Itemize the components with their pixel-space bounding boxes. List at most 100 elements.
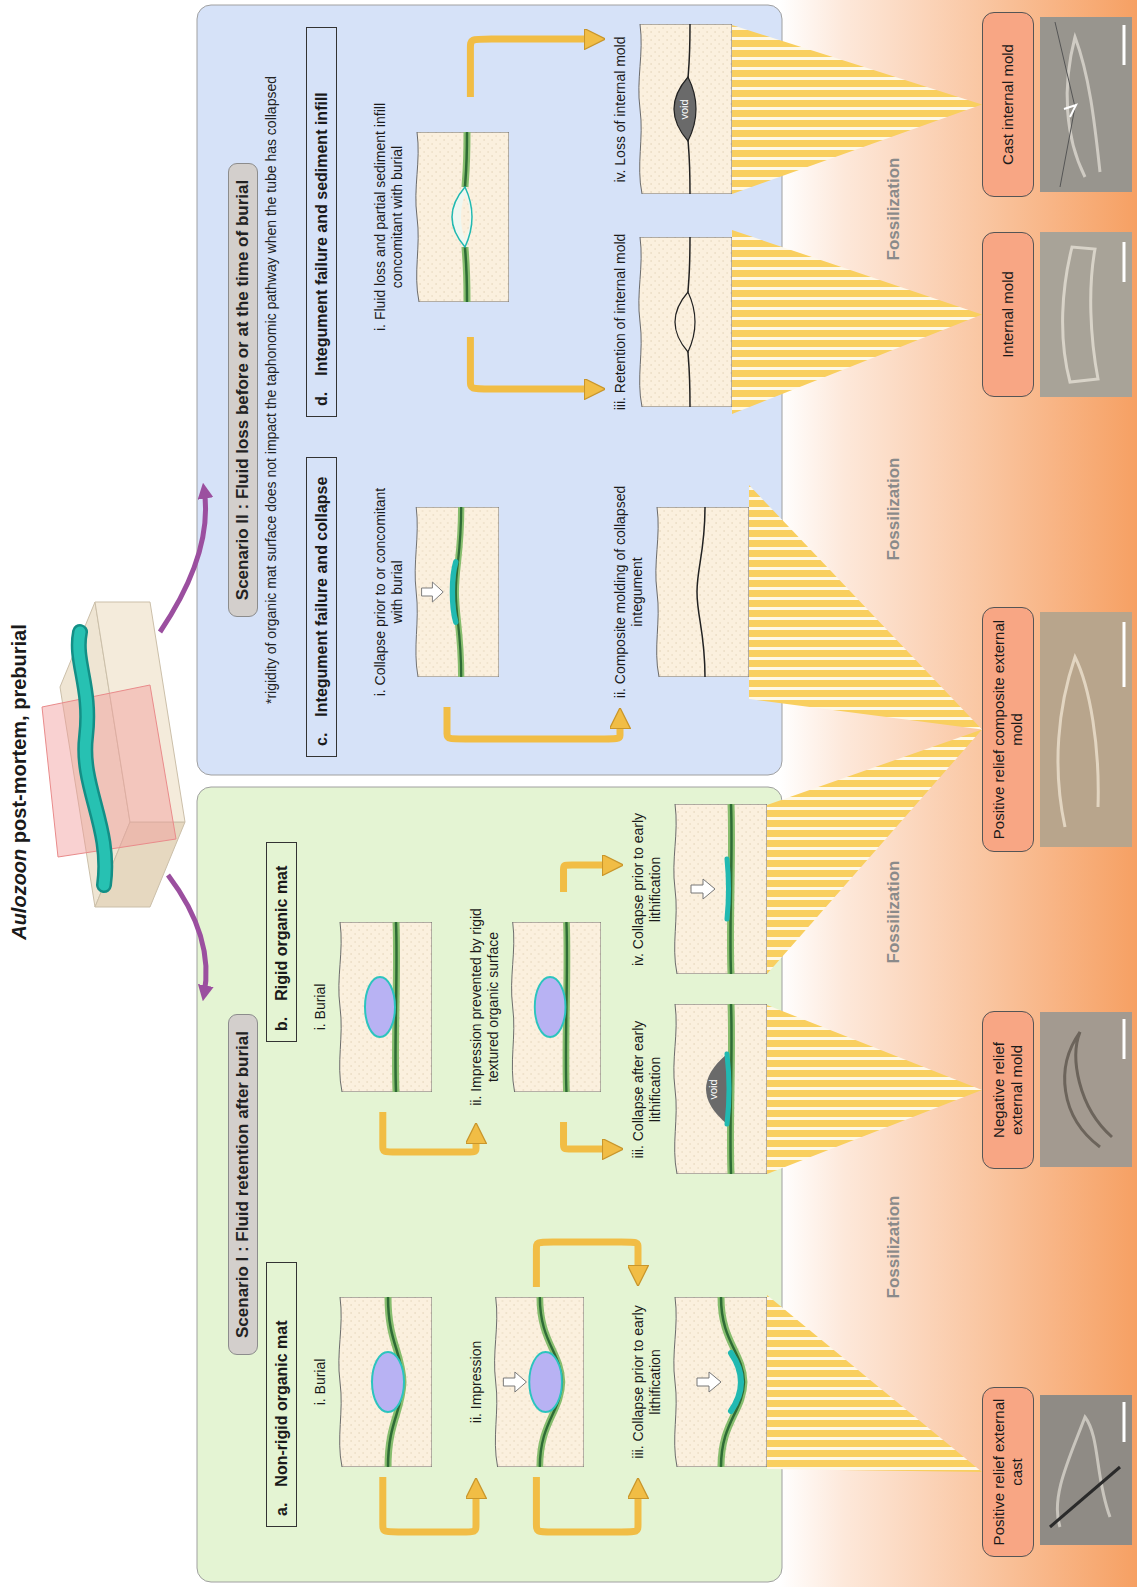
aulozoon-body [79, 632, 106, 885]
scale-bar [1123, 242, 1126, 282]
pathway-heading-box: d.Integument failure and sediment infill [306, 27, 337, 417]
cross-section-drawing [415, 507, 499, 677]
fossil-type-box: Positive relief external cast [982, 1387, 1034, 1557]
cross-section-diagram [649, 507, 749, 677]
pathway-letter: d. [312, 392, 331, 406]
panel-heading: Scenario II : Fluid loss before or at th… [228, 163, 258, 617]
process-arrow [383, 1477, 476, 1532]
step-label: i. Fluid loss and partial sediment infil… [372, 101, 406, 333]
process-label: Fossilization [884, 1177, 904, 1317]
process-step: ii. Composite molding of collapsed integ… [606, 477, 751, 707]
cross-section-diagram [667, 805, 767, 975]
process-step: iv. Collapse prior to early lithificatio… [624, 797, 769, 982]
cross-section-diagram [332, 922, 432, 1092]
fossil-type-box: Internal mold [982, 232, 1034, 397]
crack [1055, 22, 1075, 187]
crack [1050, 1467, 1120, 1527]
fossil-type-box: Negative relief external mold [982, 1011, 1034, 1169]
process-arrow [470, 337, 597, 389]
process-arrow [536, 1477, 638, 1532]
fossilization-funnel [767, 730, 982, 975]
process-step: ii. Impression prevented by rigid textur… [462, 892, 603, 1122]
cross-section-diagram [332, 1297, 432, 1467]
scenario-panel: Scenario II : Fluid loss before or at th… [197, 5, 782, 775]
cross-section-drawing [339, 922, 432, 1092]
photo [1040, 1012, 1132, 1167]
cross-section-diagram [332, 1297, 432, 1467]
scenario-panel: Scenario I : Fluid retention after buria… [197, 787, 782, 1582]
fossil-type-label: Negative relief external mold [990, 1020, 1026, 1160]
fossilization-funnel [767, 1005, 982, 1174]
step-label: i. Burial [312, 1291, 329, 1473]
cross-section-drawing [416, 132, 509, 302]
process-step: iii. Collapse prior to early lithificati… [624, 1287, 769, 1477]
process-arrow [536, 1242, 638, 1287]
fossil-type-label: Positive relief external cast [990, 1396, 1026, 1548]
scenario-arrow [168, 875, 206, 995]
fossil-type-box: Cast internal mold [982, 12, 1034, 197]
fossil-outline [1065, 1032, 1112, 1147]
cross-section-diagram [332, 922, 432, 1092]
panel-heading: Scenario I : Fluid retention after buria… [228, 1014, 258, 1355]
fossilization-funnel [732, 230, 982, 414]
fossil-outline [1063, 247, 1098, 382]
pathway-title: Integument failure and collapse [312, 477, 331, 717]
scale-bar [1123, 622, 1126, 687]
cross-section-diagram [409, 507, 499, 677]
process-arrow [383, 1112, 476, 1152]
panel-note: *rigidity of organic mat surface does no… [263, 76, 280, 704]
step-label: ii. Impression prevented by rigid textur… [468, 896, 502, 1118]
fossilization-funnel [767, 1295, 982, 1472]
pathway-title: Rigid organic mat [272, 866, 291, 1001]
pathway-heading-box: a.Non-rigid organic mat [266, 1262, 297, 1527]
cross-section-diagram [488, 1297, 584, 1467]
aulozoon-body [79, 632, 106, 885]
fossil-type-label: Positive relief composite external mold [990, 616, 1026, 843]
fossil-photo [1040, 1395, 1132, 1545]
process-arrow [447, 707, 620, 739]
cross-section-drawing [639, 25, 732, 195]
process-step: iii. Retention of internal mold [606, 222, 734, 422]
process-arrow [470, 39, 597, 97]
void-label: void [707, 1079, 719, 1099]
cross-section-diagram [632, 237, 732, 407]
cross-section-diagram [632, 237, 732, 407]
scale-bar [1123, 1019, 1126, 1059]
fossilization-funnel [749, 485, 982, 730]
fossil-type-label: Cast internal mold [999, 44, 1017, 165]
cross-section-diagram [409, 507, 499, 677]
pathway-heading-box: b. Rigid organic mat [266, 842, 297, 1042]
cross-section-diagram [409, 132, 509, 302]
pointer-arrow [1064, 105, 1076, 117]
cross-section-drawing [639, 237, 732, 407]
process-step: i. Collapse prior to or concomitant with… [366, 477, 501, 707]
fossil-photo [1040, 612, 1132, 847]
scale-bar [1123, 25, 1126, 65]
step-label: ii. Composite molding of collapsed integ… [612, 481, 646, 703]
cross-section-diagram [667, 1297, 767, 1467]
step-label: iii. Collapse prior to early lithificati… [630, 1291, 664, 1473]
process-label: Fossilization [884, 139, 904, 279]
pathway-letter: b. [272, 1017, 291, 1031]
photo [1040, 1395, 1132, 1545]
fossil-type-box: Positive relief composite external mold [982, 607, 1034, 852]
photo [1040, 17, 1132, 192]
cross-section-diagram [667, 1297, 767, 1467]
cross-section-drawing [339, 1297, 432, 1467]
cross-section-diagram [505, 922, 601, 1092]
process-arrow [564, 1122, 615, 1149]
process-step: iv. Loss of internal moldvoid [606, 17, 734, 202]
process-label: Fossilization [884, 842, 904, 982]
step-label: i. Collapse prior to or concomitant with… [372, 481, 406, 703]
process-step: ii. Impression [462, 1287, 586, 1477]
fossilization-funnel [732, 25, 982, 194]
pathway-heading-box: c. Integument failure and collapse [306, 457, 337, 757]
void-label: void [678, 99, 690, 119]
process-arrow [564, 865, 615, 892]
step-label: iv. Collapse prior to early lithificatio… [630, 801, 664, 978]
fossil-photo [1040, 232, 1132, 397]
pathway-letter: c. [312, 733, 331, 746]
step-label: iii. Retention of internal mold [612, 226, 629, 418]
sediment-block-illustration [42, 602, 185, 907]
